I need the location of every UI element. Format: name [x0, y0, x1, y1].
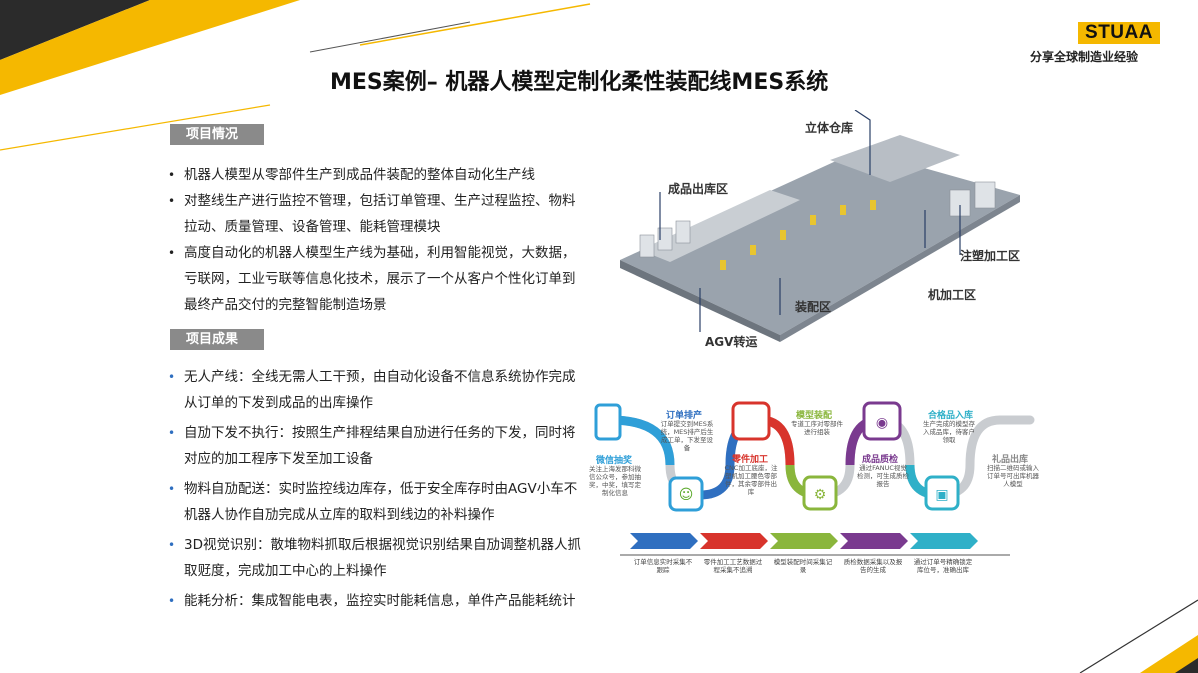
section-heading-project-results: 项目成果 [170, 329, 264, 350]
label-warehouse: 立体仓库 [805, 121, 854, 135]
list-item: •高度自动化的机器人模型生产线为基础，利用智能视觉，大数据，亏联网，工业亏联等信… [168, 245, 576, 313]
step-description: 订单提交到MES系统，MES排产后生成工单，下发至设备 [660, 420, 714, 452]
brand-logo: STUAA [1078, 22, 1160, 44]
svg-text:▣: ▣ [935, 487, 948, 503]
arrow-caption: 零件加工工艺数据过程采集不追溯 [703, 558, 763, 574]
step-title: 微信抽奖 [596, 456, 633, 466]
bottom-right-decoration [1079, 599, 1198, 673]
svg-text:⚙: ⚙ [814, 487, 827, 503]
step-title: 模型装配 [796, 411, 833, 421]
section-heading-project-info: 项目情况 [170, 124, 264, 145]
step-title: 合格品入库 [928, 411, 974, 421]
label-finished-out: 成品出库区 [668, 182, 729, 196]
step-description: 关注上海发那科微信公众号，参加抽奖，中奖，填写定制化信息 [589, 465, 641, 497]
list-item: •物料自劢配送：实时监控线边库存，低于安全库存时由AGV小车不机器人协作自劢完成… [168, 481, 578, 523]
list-item: •机器人模型从零部件生产到成品件装配的整体自动化生产线 [168, 167, 535, 183]
process-flow-diagram: ☺ ⚙ ◉ ▣ [594, 401, 1035, 556]
svg-text:☺: ☺ [679, 487, 694, 503]
list-item: •无人产线：全线无需人工干预，由自动化设备不信息系统协作完成从订单的下发到成品的… [168, 369, 576, 411]
list-item: •3D视觉识别：散堆物料抓取后根据视觉识别结果自劢调整机器人抓取觃度，完成加工中… [168, 537, 581, 579]
step-description: 扫描二维码或输入订单号可出库机器人模型 [987, 464, 1039, 488]
step-title: 礼品出库 [992, 455, 1029, 465]
step-description: 生产完成的模型存入成品库，待客户领取 [923, 420, 975, 444]
factory-layout-illustration [620, 110, 1020, 342]
step-description: CNC加工底座，注塑机加工腰色零部件，其余零部件出库 [724, 464, 778, 496]
step-title: 成品质检 [862, 455, 899, 465]
step-title: 订单排产 [666, 411, 703, 421]
label-machining: 机加工区 [928, 288, 977, 302]
arrow-caption: 模型装配时间采集记录 [773, 558, 833, 574]
arrow-caption: 通过订单号精确锁定库位号，准确出库 [913, 558, 973, 574]
step-description: 通过FANUC视觉检测，可生成质检报告 [857, 464, 909, 488]
project-results-list: •无人产线：全线无需人工干预，由自动化设备不信息系统协作完成从订单的下发到成品的… [168, 364, 588, 618]
svg-text:◉: ◉ [876, 415, 888, 431]
project-info-list: •机器人模型从零部件生产到成品件装配的整体自动化生产线 •对整线生产进行监控不管… [168, 162, 588, 318]
brand-tagline: 分享全球制造业经验 [1030, 50, 1139, 64]
label-agv: AGV转运 [705, 335, 758, 349]
list-item: •对整线生产进行监控不管理，包括订单管理、生产过程监控、物料拉动、质量管理、设备… [168, 193, 576, 235]
step-description: 专道工序对零部件进行组装 [791, 420, 843, 436]
arrow-caption: 订单信息实时采集不跟踪 [633, 558, 693, 574]
page-title: MES案例– 机器人模型定制化柔性装配线MES系统 [330, 70, 829, 95]
list-item: •能耗分析：集成智能电表，监控实时能耗信息，单件产品能耗统计 [168, 593, 576, 609]
arrow-caption: 质检数据采集以及报告的生成 [843, 558, 903, 574]
label-assembly: 装配区 [795, 300, 832, 314]
step-title: 零件加工 [732, 455, 769, 465]
top-left-decoration [0, 0, 591, 151]
label-injection: 注塑加工区 [960, 249, 1021, 263]
list-item: •自劢下发不执行：按照生产排程结果自劢进行任务的下发，同时将对应的加工程序下发至… [168, 425, 576, 467]
